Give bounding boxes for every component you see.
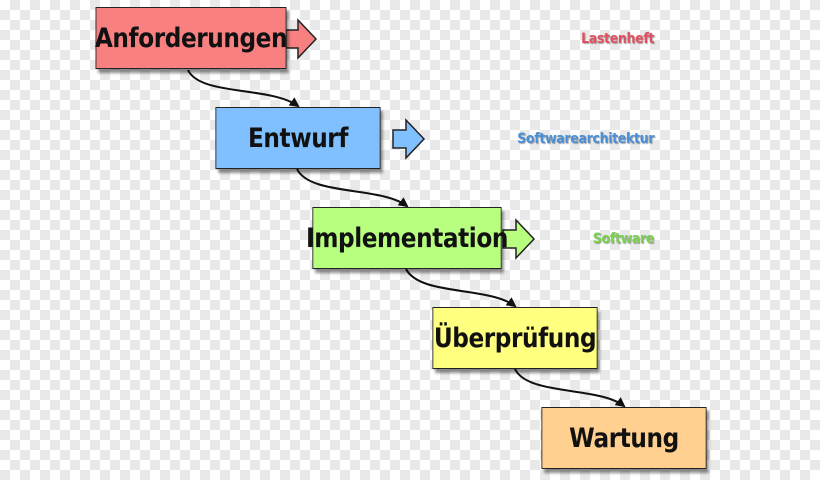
output-lastenheft: Lastenheft — [581, 31, 654, 47]
stage-label: Entwurf — [247, 122, 349, 154]
stage-label: Anforderungen — [94, 22, 288, 54]
output-software: Software — [592, 231, 655, 247]
output-arrow-1 — [285, 18, 318, 60]
output-softwarearchitektur: Softwarearchitektur — [517, 131, 654, 147]
flow-arrow-4 — [514, 368, 626, 408]
flow-arrow-1 — [187, 69, 300, 108]
stage-entwurf: Entwurf — [215, 107, 381, 169]
output-arrow-2 — [392, 118, 426, 160]
stage-ueberpruefung: Überprüfung — [432, 307, 598, 369]
output-arrow-3 — [502, 218, 536, 260]
stage-wartung: Wartung — [541, 407, 707, 469]
flow-arrow-3 — [405, 268, 517, 308]
flow-arrow-2 — [296, 168, 409, 208]
stage-label: Wartung — [569, 422, 679, 454]
stage-implementation: Implementation — [306, 207, 508, 269]
stage-label: Überprüfung — [433, 322, 597, 354]
stage-anforderungen: Anforderungen — [94, 7, 288, 69]
stage-label: Implementation — [306, 222, 508, 254]
